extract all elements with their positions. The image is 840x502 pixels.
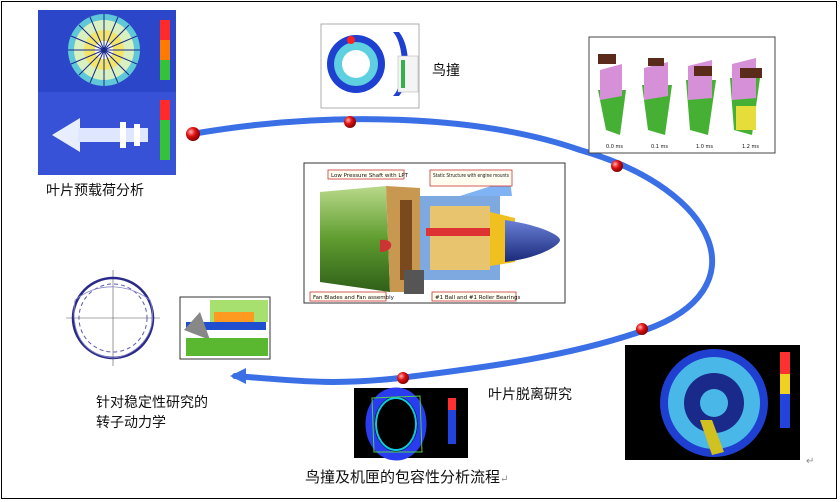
flow-node bbox=[636, 323, 648, 335]
bird-ingestion-sequence bbox=[588, 36, 776, 154]
caption-blade-off: 叶片脱离研究 bbox=[488, 387, 572, 403]
flow-node bbox=[186, 127, 200, 141]
flow-node bbox=[344, 116, 356, 128]
caption-rotor-dynamics: 针对稳定性研究的 转子动力学 bbox=[96, 393, 266, 433]
flow-path bbox=[189, 116, 716, 385]
blade-preload-figure bbox=[38, 10, 176, 175]
diagram-title-text: 鸟撞及机匣的包容性分析流程 bbox=[305, 468, 501, 486]
caption-bird-strike: 鸟撞 bbox=[432, 63, 460, 79]
flow-node bbox=[397, 372, 409, 384]
flow-arrowhead bbox=[230, 368, 246, 384]
caption-rotor-dynamics-line1: 针对稳定性研究的 bbox=[96, 395, 208, 411]
paragraph-mark-icon: ↵ bbox=[806, 456, 815, 467]
bird-time-label: 0.1 ms bbox=[651, 144, 668, 150]
callout-fan-blades: Fan Blades and Fan assembly bbox=[313, 295, 395, 301]
bird-time-label: 1.0 ms bbox=[696, 144, 713, 150]
diagram-title: 鸟撞及机匣的包容性分析流程↵ bbox=[305, 466, 508, 487]
bird-time-label: 0.0 ms bbox=[606, 144, 623, 150]
casing-contour bbox=[354, 387, 468, 461]
blade-off-contour bbox=[625, 345, 800, 460]
callout-bearings: #1 Ball and #1 Roller Bearings bbox=[435, 295, 520, 301]
caption-blade-preload: 叶片预载荷分析 bbox=[46, 183, 144, 199]
rotor-assembly bbox=[179, 296, 271, 360]
flow-node bbox=[611, 160, 623, 172]
callout-lp-shaft: Low Pressure Shaft with LPT bbox=[331, 173, 409, 179]
callout-static-structure: Static Structure with engine mounts bbox=[433, 173, 509, 179]
orbit-plot bbox=[66, 270, 160, 366]
bird-strike-contour bbox=[320, 23, 420, 109]
bird-time-label: 1.2 ms bbox=[742, 144, 759, 150]
paragraph-mark-icon: ↵ bbox=[500, 474, 509, 485]
caption-rotor-dynamics-line2: 转子动力学 bbox=[96, 415, 166, 431]
